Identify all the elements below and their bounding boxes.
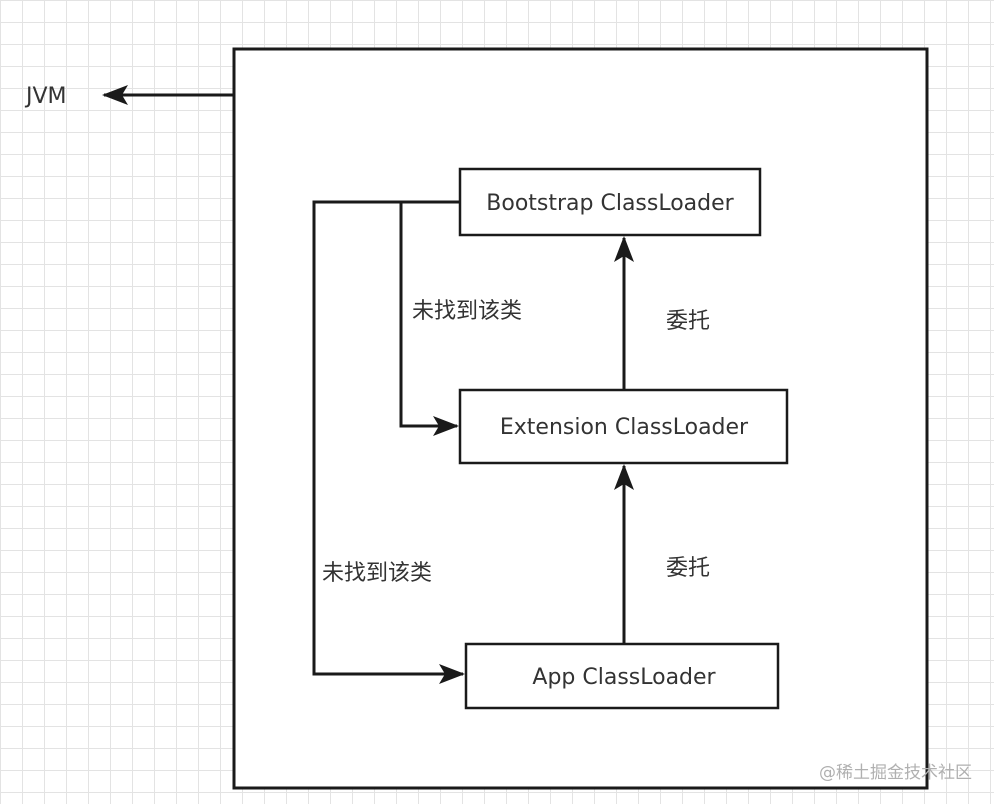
app-classloader-label: App ClassLoader — [532, 665, 716, 690]
app-classloader-box — [464, 642, 780, 710]
bootstrap-classloader-box — [458, 167, 762, 237]
delegate-label-lower: 委托 — [666, 556, 710, 581]
jvm-label: JVM — [24, 84, 67, 109]
not-found-label-upper: 未找到该类 — [412, 299, 522, 324]
not-found-label-lower: 未找到该类 — [322, 561, 432, 586]
watermark: @稀土掘金技术社区 — [819, 763, 972, 783]
delegate-label-upper: 委托 — [666, 309, 710, 334]
not-found-arrow-upper — [399, 200, 460, 436]
bootstrap-classloader-label: Bootstrap ClassLoader — [486, 191, 734, 216]
not-found-arrow-lower — [312, 200, 465, 684]
extension-classloader-label: Extension ClassLoader — [500, 415, 749, 440]
